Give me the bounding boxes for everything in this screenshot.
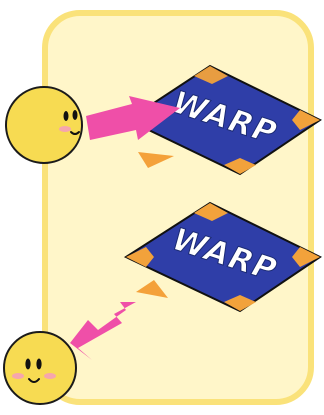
marker-triangle-top <box>138 152 174 168</box>
marker-triangle-bottom <box>136 280 168 298</box>
arrow-from-warp-bottom <box>70 302 136 360</box>
character-top <box>6 87 82 163</box>
character-bottom <box>4 332 76 404</box>
